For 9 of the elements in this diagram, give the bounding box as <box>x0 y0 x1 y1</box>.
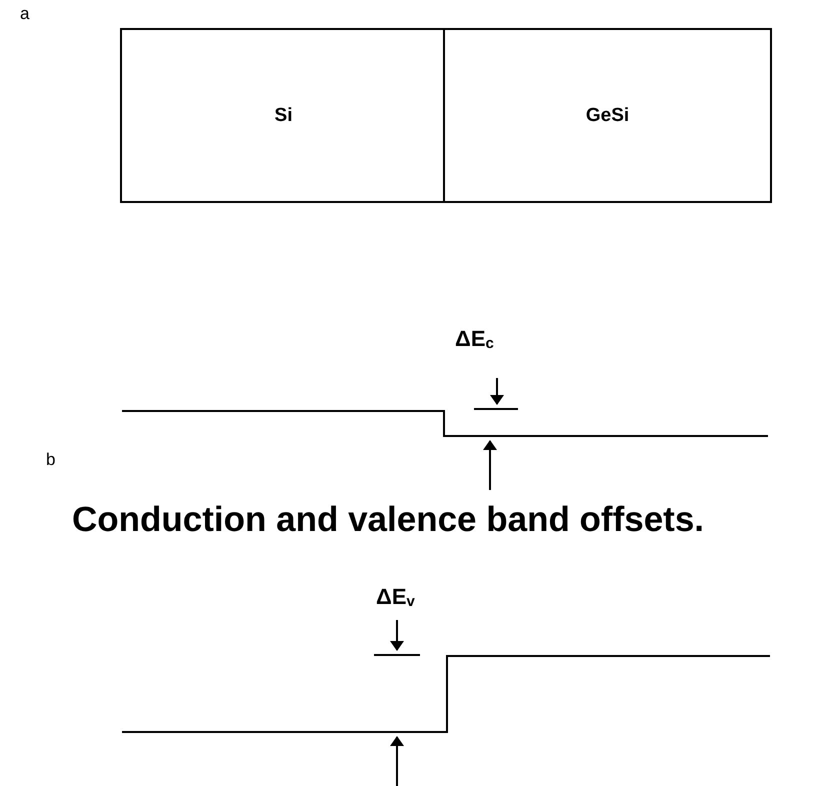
panel-letter: a <box>20 4 30 24</box>
material-label: GeSi <box>586 104 630 126</box>
caption: Conduction and valence band offsets. <box>72 500 704 540</box>
offset-label: ΔE$_{v}$ <box>376 584 415 610</box>
panel-letter: b <box>46 450 56 470</box>
offset-label: ΔE$_{c}$ <box>455 326 494 352</box>
material-label: Si <box>274 104 292 126</box>
layer-region <box>443 28 772 203</box>
layer-region <box>120 28 445 203</box>
